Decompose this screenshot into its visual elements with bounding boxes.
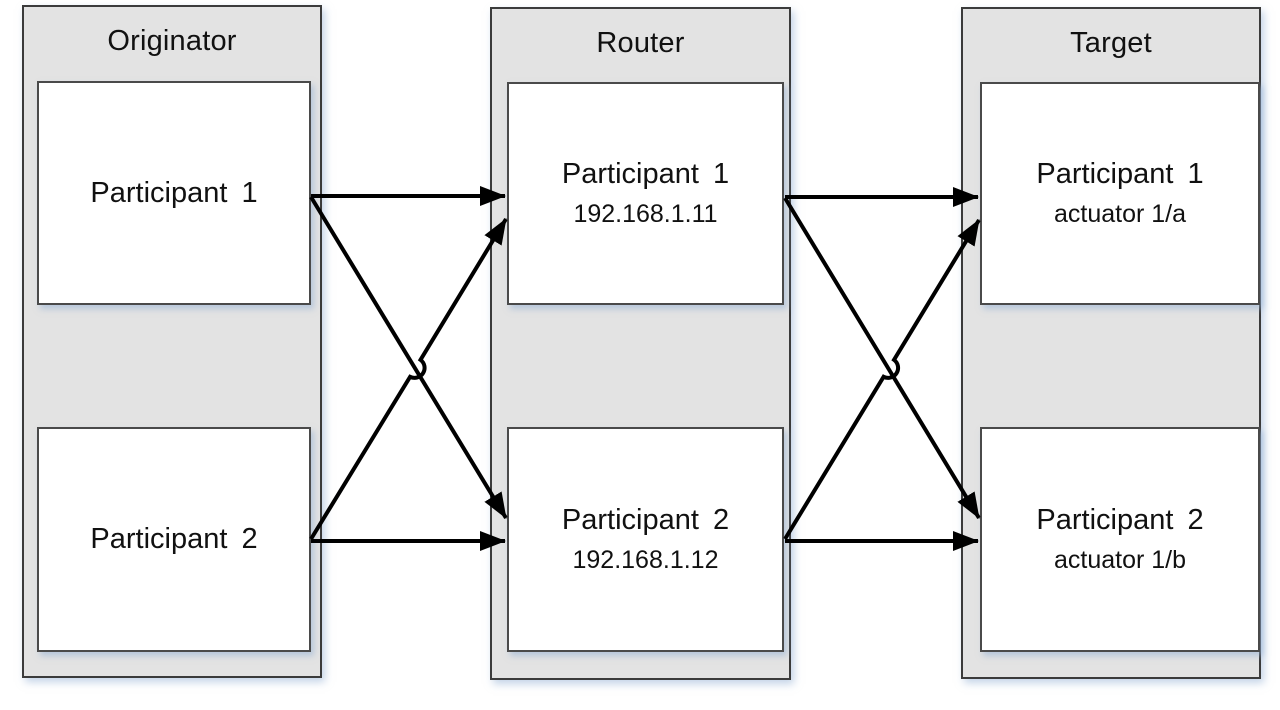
originator-group-title: Originator — [107, 25, 237, 57]
node-label: Participant 1 — [90, 176, 258, 209]
arrow-originator-p2-to-router-p1-with-line-jump — [309, 217, 508, 541]
router-group-title: Router — [596, 27, 685, 59]
originator-participant-2-node: Participant 2 — [37, 427, 311, 652]
router-group: Router Participant 1 192.168.1.11 Partic… — [490, 7, 791, 680]
arrow-originator-p1-to-router-p2 — [309, 195, 508, 520]
target-group-title: Target — [1070, 27, 1152, 59]
arrow-router-p1-to-target-p2 — [783, 196, 981, 520]
router-participant-2-node: Participant 2 192.168.1.12 — [507, 427, 784, 652]
arrow-router-p2-to-target-p1-with-line-jump — [783, 218, 981, 541]
node-label: Participant 2 — [90, 523, 258, 555]
router-participant-1-node: Participant 1 192.168.1.11 — [507, 82, 784, 305]
node-sublabel: actuator 1/a — [1053, 200, 1187, 228]
node-label: Participant 1 — [1036, 158, 1204, 190]
node-label: Participant 2 — [561, 504, 730, 536]
node-label: Participant 2 — [1036, 504, 1204, 536]
target-participant-1-node: Participant 1 actuator 1/a — [980, 82, 1260, 305]
target-group: Target Participant 1 actuator 1/a Partic… — [961, 7, 1261, 679]
originator-group: Originator Participant 1 Participant 2 — [22, 5, 322, 678]
target-participant-2-node: Participant 2 actuator 1/b — [980, 427, 1260, 652]
node-sublabel: 192.168.1.12 — [572, 546, 719, 574]
node-sublabel: 192.168.1.11 — [573, 200, 718, 228]
originator-participant-1-node: Participant 1 — [37, 81, 311, 305]
node-label: Participant 1 — [561, 158, 730, 190]
node-sublabel: actuator 1/b — [1053, 546, 1187, 574]
